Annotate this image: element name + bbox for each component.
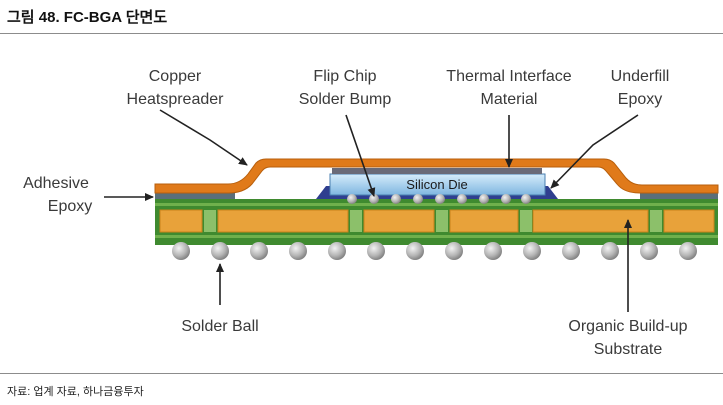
solder-balls (172, 242, 697, 260)
figure-title: 그림 48. FC-BGA 단면도 (7, 9, 168, 26)
label-copper-line2: Heatspreader (127, 91, 225, 108)
thermal-interface-material (332, 168, 542, 174)
label-flipchip-line1: Flip Chip (313, 68, 376, 85)
label-tim-line1: Thermal Interface (446, 68, 571, 85)
substrate-top-layer (155, 203, 718, 206)
label-underfill-line1: Underfill (611, 68, 670, 85)
callout-arrows (104, 109, 639, 312)
source-divider (0, 373, 723, 374)
flip-chip-solder-bumps (347, 194, 531, 204)
organic-build-up-substrate (155, 199, 718, 245)
copper-heatspreader (154, 158, 719, 194)
substrate-core-segments (159, 209, 715, 233)
label-adhesive-line1: Adhesive (23, 175, 89, 192)
label-tim-line2: Material (481, 91, 538, 108)
title-divider (0, 33, 723, 34)
arrow-copper-heatspreader (159, 109, 248, 166)
label-flipchip-line2: Solder Bump (299, 91, 392, 108)
arrow-flip-chip-solder-bump (345, 114, 376, 197)
substrate-bottom-layer (155, 235, 718, 238)
label-copper-line1: Copper (149, 68, 202, 85)
arrow-underfill-epoxy (550, 114, 639, 189)
adhesive-epoxy-left (155, 193, 235, 199)
substrate-vias (204, 210, 662, 232)
silicon-die-label: Silicon Die (406, 177, 467, 192)
label-underfill-line2: Epoxy (618, 91, 662, 108)
label-substrate-line2: Substrate (594, 341, 663, 358)
label-adhesive-line2: Epoxy (48, 198, 92, 215)
adhesive-epoxy-right (640, 193, 718, 199)
label-substrate-line1: Organic Build-up (568, 318, 687, 335)
label-solder-ball: Solder Ball (181, 318, 258, 335)
source-note: 자료: 업계 자료, 하나금융투자 (7, 386, 144, 398)
